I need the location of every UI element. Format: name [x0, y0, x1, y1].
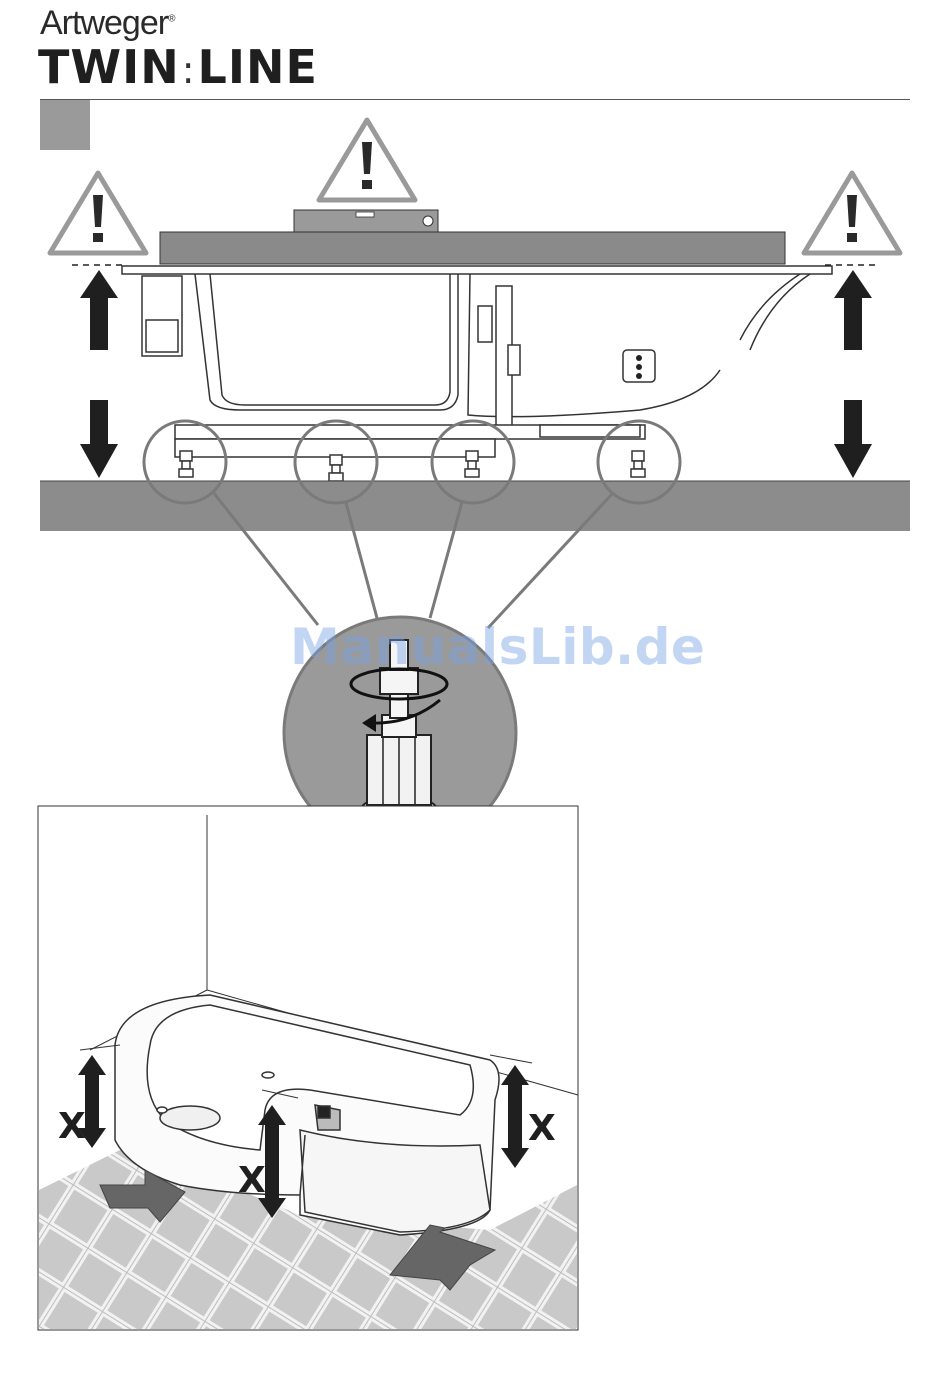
warning-triangle-icon	[50, 173, 146, 253]
adjustable-foot	[329, 455, 343, 481]
dimension-label: X	[238, 1160, 266, 1201]
dimension-label: X	[528, 1108, 556, 1149]
warning-triangle-icon	[804, 173, 900, 253]
adjustable-foot	[631, 451, 645, 477]
adjustable-foot	[465, 451, 479, 477]
watermark: ManualsLib.de	[290, 618, 705, 676]
adjustable-foot	[179, 451, 193, 477]
floor	[40, 481, 910, 531]
leveling-bar	[160, 232, 785, 264]
warning-triangle-icon	[319, 120, 415, 200]
bathtub-side-view	[122, 266, 832, 457]
dimension-label: X	[58, 1106, 86, 1147]
